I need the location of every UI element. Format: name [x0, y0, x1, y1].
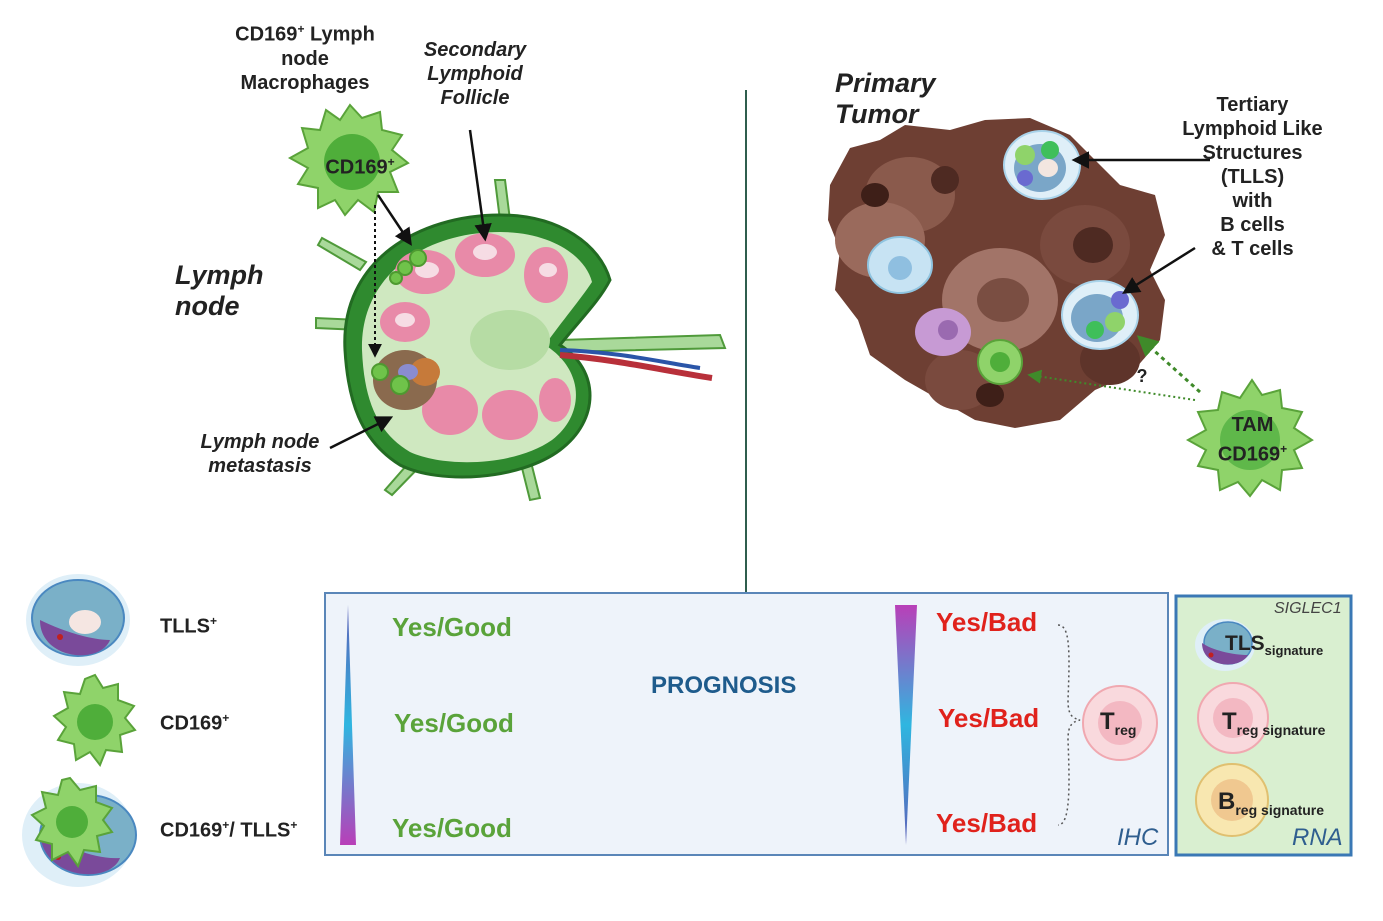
legend-tlls: TLLS+ [160, 614, 218, 638]
treg-bracket [1057, 624, 1081, 826]
prognosis-panel [324, 592, 1169, 856]
good-gradient-triangle [340, 605, 356, 845]
treg-label: Treg [1100, 708, 1137, 738]
tam-macrophage-cell [1185, 378, 1314, 498]
prognosis-title: PROGNOSIS [651, 672, 797, 699]
good-label-1: Yes/Good [392, 612, 512, 642]
bad-label-2: Yes/Bad [938, 703, 1040, 733]
secondary-follicle-label: Secondary Lymphoid Follicle [423, 39, 527, 109]
cd169-legend-icon [52, 673, 137, 768]
macrophage-cell-label: CD169+ [325, 155, 395, 179]
tumor-illustration [828, 118, 1165, 428]
metastasis-label: Lymph node metastasis [200, 431, 320, 477]
bad-gradient-triangle [895, 605, 917, 845]
primary-tumor-title: Primary Tumor [835, 68, 936, 129]
good-label-3: Yes/Good [392, 813, 512, 843]
tlls-legend-icon [26, 574, 130, 666]
lymph-node-title: Lymph node [175, 260, 264, 321]
siglec1-label: SIGLEC1 [1274, 600, 1342, 617]
cd169-tlls-legend-icon [22, 776, 137, 887]
bad-label-1: Yes/Bad [936, 607, 1038, 637]
lymph-node-illustration [315, 179, 727, 502]
tls-signature-label: TLSsignature [1225, 632, 1324, 659]
breg-signature-label: Breg signature [1218, 788, 1325, 818]
question-mark: ? [1136, 366, 1148, 386]
treg-signature-label: Treg signature [1222, 708, 1326, 738]
cd169-macrophage-cell [287, 103, 410, 217]
good-label-2: Yes/Good [394, 708, 514, 738]
bad-label-3: Yes/Bad [936, 808, 1038, 838]
rna-label: RNA [1292, 824, 1343, 851]
legend-cd169-tlls: CD169+/ TLLS+ [160, 818, 298, 842]
tlls-label: Tertiary Lymphoid Like Structures (TLLS)… [1182, 94, 1323, 260]
macrophage-label: CD169+ Lymph node Macrophages [235, 22, 375, 94]
legend-cd169: CD169+ [160, 711, 230, 735]
tam-label: TAM CD169+ [1217, 414, 1288, 466]
ihc-label: IHC [1117, 824, 1159, 851]
